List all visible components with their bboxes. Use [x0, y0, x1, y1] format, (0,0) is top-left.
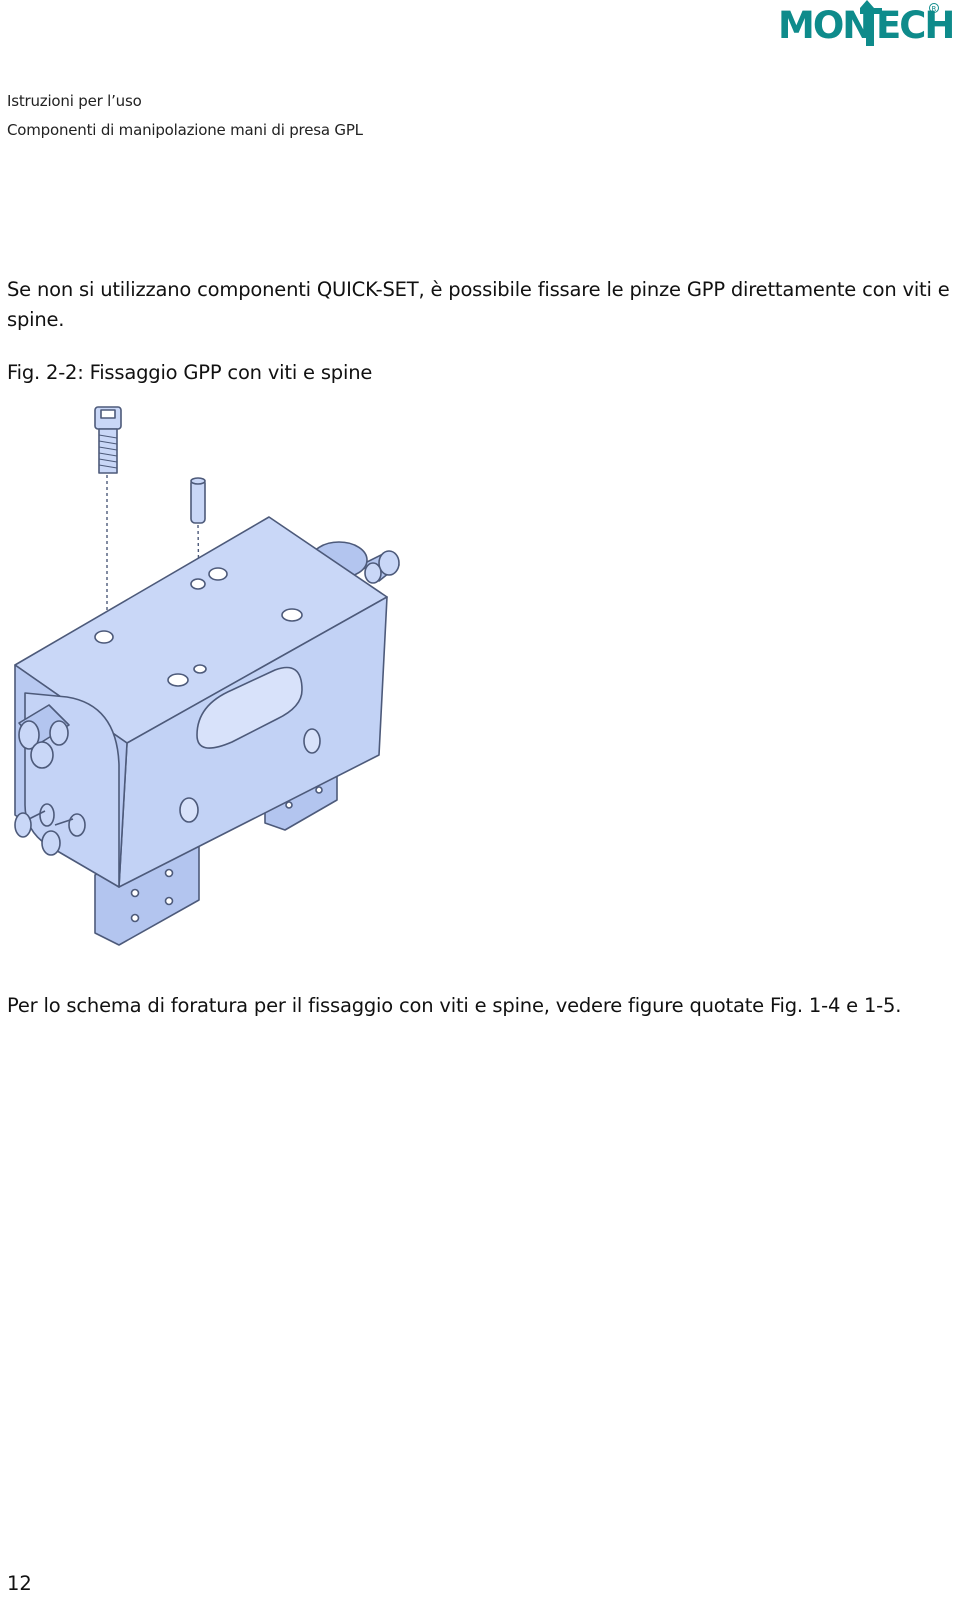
- page-number: 12: [7, 1572, 32, 1595]
- figure-caption: Fig. 2-2: Fissaggio GPP con viti e spine: [7, 361, 373, 384]
- gripper-mounting-illustration: [14, 406, 400, 946]
- screw: [94, 406, 122, 474]
- dowel-pin: [190, 477, 206, 524]
- header-title: Istruzioni per l’uso: [7, 92, 142, 110]
- montech-logo: MON ECH R: [780, 0, 955, 47]
- svg-text:ECH: ECH: [876, 4, 953, 47]
- intro-paragraph: Se non si utilizzano componenti QUICK-SE…: [7, 278, 950, 331]
- right-fitting: [360, 550, 400, 584]
- header-subtitle: Componenti di manipolazione mani di pres…: [7, 121, 363, 139]
- svg-text:R: R: [932, 5, 937, 13]
- front-fitting-lower: [14, 803, 86, 856]
- drilling-note: Per lo schema di foratura per il fissagg…: [7, 994, 902, 1017]
- front-fitting-upper: [18, 704, 70, 769]
- svg-text:MON: MON: [780, 4, 871, 47]
